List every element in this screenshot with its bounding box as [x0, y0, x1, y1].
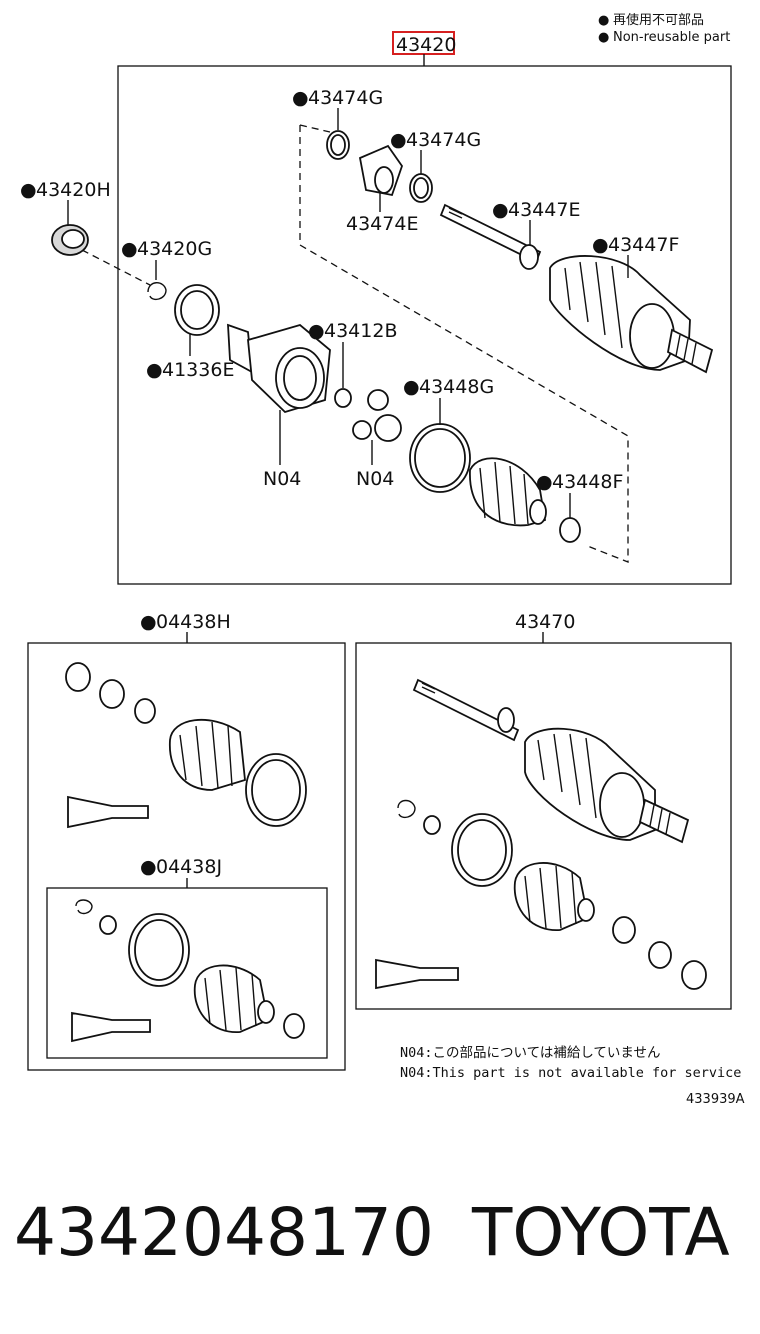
part-43412B[interactable]: 43412B [324, 320, 397, 342]
part-43470[interactable]: 43470 [515, 611, 575, 633]
legend: ● 再使用不可部品 ● Non-reusable part [598, 12, 730, 45]
note-en: N04:This part is not available for servi… [400, 1065, 741, 1081]
label-n04-a[interactable]: N04 [263, 468, 301, 490]
part-43448F[interactable]: 43448F [552, 471, 623, 493]
ring-43474G-a-icon [326, 130, 350, 160]
boot-icon [469, 457, 547, 527]
clamp-43448G-icon [409, 423, 471, 493]
note-ja: N04:この部品については補給していません [400, 1045, 661, 1061]
part-43447F[interactable]: 43447F [608, 234, 679, 256]
svg-text:●: ● [536, 471, 553, 493]
svg-text:●: ● [121, 238, 138, 260]
part-43474G-a[interactable]: 43474G [308, 87, 383, 109]
box-43470 [355, 642, 732, 1010]
kit-box-04438H [27, 642, 346, 1071]
part-43420G[interactable]: 43420G [137, 238, 212, 260]
assembly-label[interactable]: 43420 [396, 34, 456, 56]
legend-dot-icon: ● [598, 13, 609, 28]
legend-dot-icon: ● [598, 30, 609, 45]
ring-43474G-b-icon [409, 173, 433, 203]
brand: TOYOTA [471, 1194, 730, 1271]
legend-ja: 再使用不可部品 [613, 12, 704, 28]
kit-h-parts-icon [65, 662, 307, 829]
tripod-icon [352, 389, 402, 442]
svg-text:●: ● [592, 234, 609, 256]
part-43447E[interactable]: 43447E [508, 199, 580, 221]
svg-text:●: ● [292, 87, 309, 109]
inboard-joint-housing-icon [227, 323, 331, 414]
drive-shaft-43470-icon [375, 678, 707, 990]
svg-text:●: ● [146, 359, 163, 381]
clamp-43448F-icon [559, 517, 581, 543]
callouts-top: ● 43474G ● 43474G 43474E ● 43447E ● 4344… [20, 87, 679, 518]
seal-43420H-icon [51, 224, 89, 256]
svg-text:●: ● [140, 611, 157, 633]
outboard-joint-43447F-icon [549, 255, 714, 374]
svg-text:●: ● [140, 856, 157, 878]
bearing-41336E-icon [174, 284, 220, 336]
part-43448G[interactable]: 43448G [419, 376, 494, 398]
svg-text:●: ● [390, 129, 407, 151]
part-43474E[interactable]: 43474E [346, 213, 418, 235]
boot-43474E-icon [358, 144, 404, 197]
diagram-id: 433939A [686, 1092, 745, 1107]
assembly-box [117, 65, 732, 585]
svg-text:●: ● [308, 320, 325, 342]
svg-text:●: ● [20, 179, 37, 201]
svg-text:●: ● [492, 199, 509, 221]
label-n04-b[interactable]: N04 [356, 468, 394, 490]
snap-ring-43412B-icon [334, 388, 352, 408]
clamp-43447E-icon [519, 244, 539, 270]
kit-04438H[interactable]: 04438H [156, 611, 231, 633]
part-41336E[interactable]: 41336E [162, 359, 234, 381]
part-43420H[interactable]: 43420H [36, 179, 111, 201]
svg-text:●: ● [403, 376, 420, 398]
kit-j-parts-icon [71, 899, 305, 1043]
part-43474G-b[interactable]: 43474G [406, 129, 481, 151]
legend-en: Non-reusable part [613, 30, 730, 45]
part-number: 4342048170 [14, 1194, 434, 1271]
snap-ring-43420G-icon [147, 282, 167, 301]
kit-box-04438J [46, 887, 328, 1059]
kit-04438J[interactable]: 04438J [156, 856, 222, 878]
